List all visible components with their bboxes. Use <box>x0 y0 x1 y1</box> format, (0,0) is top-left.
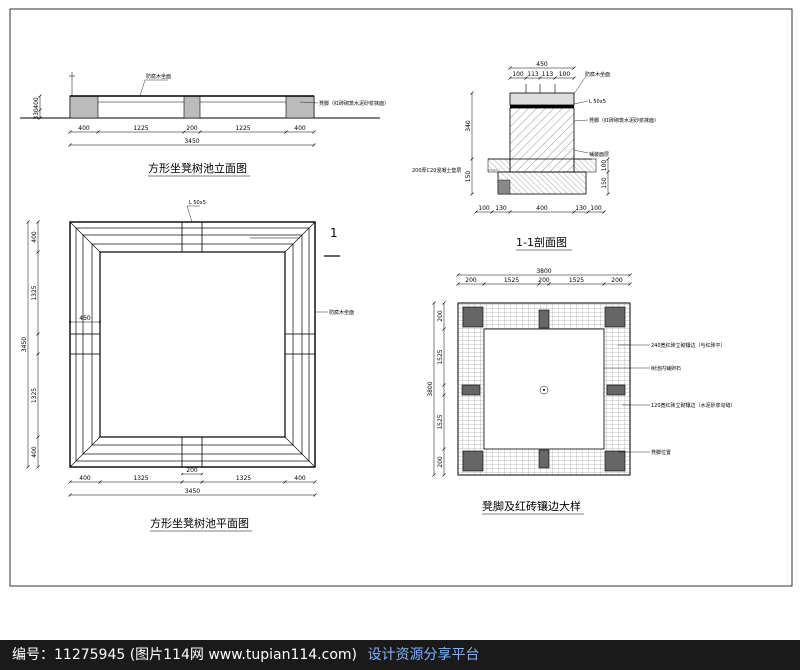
section-dim-top: 100 <box>512 71 524 78</box>
footer-site[interactable]: (图片114网 www.tupian114.com) <box>129 647 357 663</box>
plan-dim-bottom: 1325 <box>236 475 251 482</box>
footer-bar: 编号：11275945 (图片114网 www.tupian114.com) 设… <box>0 640 800 670</box>
plan-dim-left-total: 3450 <box>21 337 28 352</box>
section-dim-bottom: 100 <box>590 205 602 212</box>
svg-text:凳脚位置: 凳脚位置 <box>651 449 671 456</box>
elevation-dim-label: 400 <box>78 125 90 132</box>
elevation-view: 防腐木坐面 凳脚（红砖砌筑水泥砂浆抹面） <box>20 72 389 119</box>
footer-id: 编号：11275945 <box>12 647 126 663</box>
svg-text:铺装面层: 铺装面层 <box>589 151 609 158</box>
svg-text:防腐木坐面: 防腐木坐面 <box>585 71 610 78</box>
plan-dim-left: 400 <box>31 446 38 458</box>
plan-title: 方形坐凳树池平面图 <box>150 516 249 530</box>
elevation-dim-left: 330 <box>33 108 40 120</box>
footer-tagline[interactable]: 设计资源分享平台 <box>367 647 480 663</box>
section-view: 防腐木坐面 L 50x5 凳脚（红砖砌筑水泥砂浆抹面） 铺装面层 200厚C20… <box>412 71 659 195</box>
plan-dim-bottom: 400 <box>294 475 306 482</box>
svg-text:240宽红砖立砌镶边（与红砖平）: 240宽红砖立砌镶边（与红砖平） <box>651 342 726 349</box>
plan-dim-left: 1325 <box>31 285 38 300</box>
detail-dim-left: 200 <box>437 310 444 322</box>
plan-dimensions: 400 1325 1325 400 3450 400 1325 1325 400 3450 450 2… <box>21 220 317 497</box>
elevation-title: 方形坐凳树池立面图 <box>148 161 247 175</box>
svg-text:防腐木坐面: 防腐木坐面 <box>146 73 171 80</box>
section-dim-bottom: 130 <box>495 205 507 212</box>
section-dim-top-total: 450 <box>536 61 548 68</box>
elevation-dim-label: 1225 <box>235 125 250 132</box>
section-dim-right: 100 <box>601 160 608 172</box>
plan-dim-total: 3450 <box>185 488 200 495</box>
svg-text:凳脚（红砖砌筑水泥砂浆抹面）: 凳脚（红砖砌筑水泥砂浆抹面） <box>589 117 659 124</box>
plan-dim-inner-200: 200 <box>186 467 198 474</box>
section-dim-top: 113 <box>527 71 539 78</box>
detail-dim-top: 1525 <box>569 277 584 284</box>
detail-dimensions: 200 1525 200 1525 200 3800 200 1525 1525 200 3800 <box>427 268 632 477</box>
detail-dim-top: 200 <box>538 277 550 284</box>
elevation-dim-total: 3450 <box>184 138 199 145</box>
svg-text:防腐木坐面: 防腐木坐面 <box>329 309 354 316</box>
section-marker-label: 1 <box>330 226 338 240</box>
plan-dim-bottom: 1325 <box>133 475 148 482</box>
elevation-dim-label: 200 <box>186 125 198 132</box>
section-dim-top: 113 <box>542 71 554 78</box>
plan-dim-inner-450: 450 <box>79 315 91 322</box>
detail-dim-left: 1525 <box>437 414 444 429</box>
elevation-dim-label: 1225 <box>133 125 148 132</box>
detail-dim-total: 3800 <box>536 268 551 275</box>
elevation-dim-label: 400 <box>294 125 306 132</box>
section-foundation-label: 200厚C20混凝土垫层 <box>412 167 461 174</box>
section-dim-left: 340 <box>465 120 472 132</box>
section-dim-bottom: 400 <box>536 205 548 212</box>
detail-dim-top: 1525 <box>504 277 519 284</box>
svg-text:L 50x5: L 50x5 <box>189 200 206 206</box>
drawing-frame <box>9 8 793 587</box>
detail-title: 凳脚及红砖镶边大样 <box>482 499 581 513</box>
section-dim-left: 150 <box>465 171 472 183</box>
section-dim-right: 150 <box>601 177 608 189</box>
detail-view: 240宽红砖立砌镶边（与红砖平） 树池内铺卵石 120宽红砖立砌镶边（水泥砂浆勾… <box>457 302 736 476</box>
section-title: 1-1剖面图 <box>516 235 567 249</box>
svg-text:凳脚（红砖砌筑水泥砂浆抹面）: 凳脚（红砖砌筑水泥砂浆抹面） <box>319 100 389 107</box>
plan-view: 1 L 50x5 防腐木坐面 <box>69 200 354 468</box>
cad-drawing: 防腐木坐面 凳脚（红砖砌筑水泥砂浆抹面） 400 1225 200 1225 400 34… <box>9 8 793 587</box>
section-angle-label: L 50x5 <box>589 99 606 105</box>
detail-dim-left: 1525 <box>437 349 444 364</box>
section-dim-bottom: 130 <box>575 205 587 212</box>
plan-dim-left: 400 <box>31 231 38 243</box>
section-dim-bottom: 100 <box>478 205 490 212</box>
detail-dim-top: 200 <box>611 277 623 284</box>
detail-dim-left-total: 3800 <box>427 381 434 396</box>
plan-dim-bottom: 400 <box>79 475 91 482</box>
plan-dim-left: 1325 <box>31 388 38 403</box>
elevation-dim-left: 400 <box>33 97 40 109</box>
svg-text:120宽红砖立砌镶边（水泥砂浆勾缝）: 120宽红砖立砌镶边（水泥砂浆勾缝） <box>651 402 736 409</box>
detail-dim-top: 200 <box>465 277 477 284</box>
section-dim-top: 100 <box>559 71 571 78</box>
svg-text:树池内铺卵石: 树池内铺卵石 <box>651 365 681 372</box>
detail-dim-left: 200 <box>437 456 444 468</box>
